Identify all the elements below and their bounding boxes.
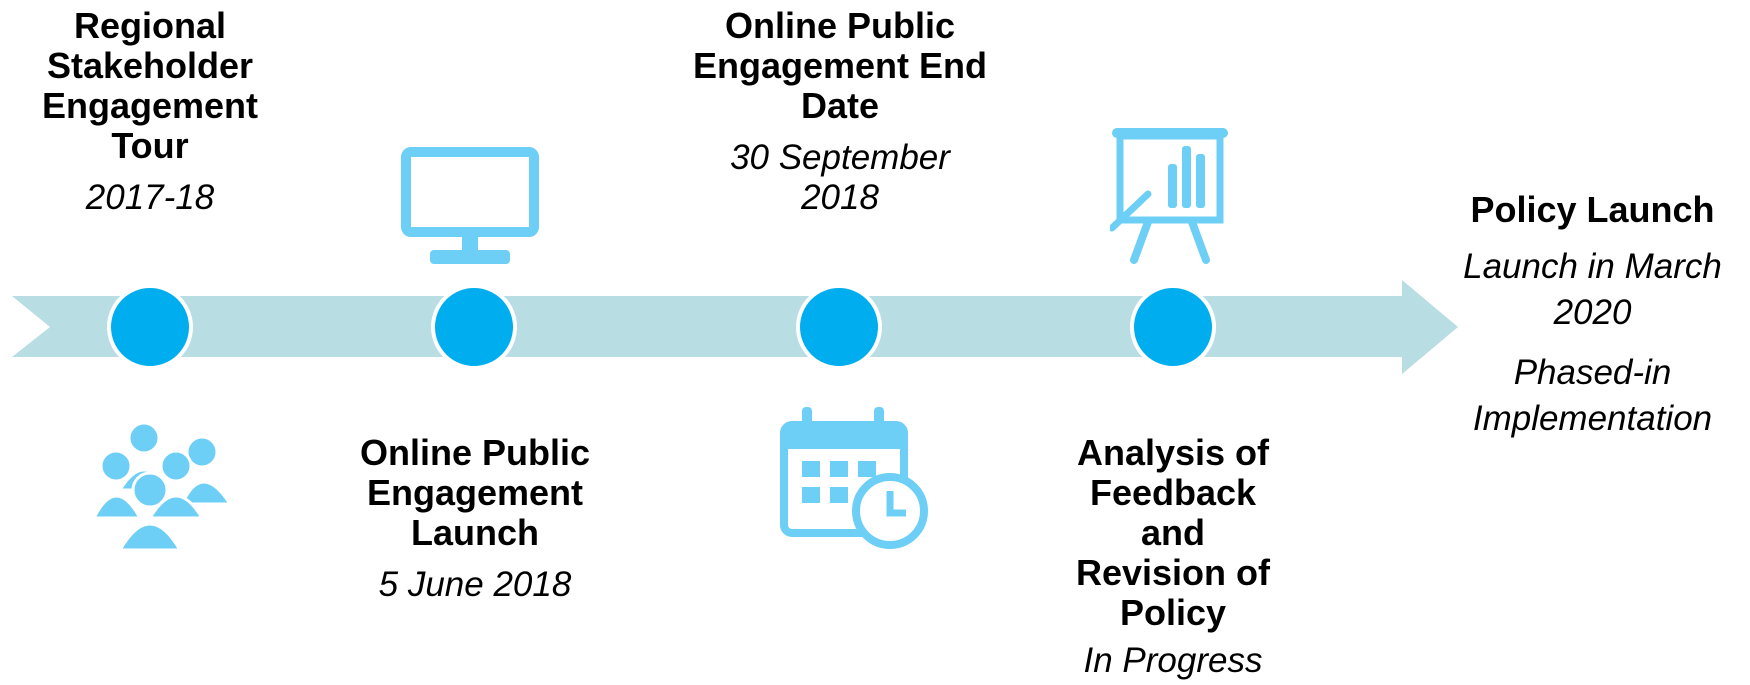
milestone-5-label: Policy Launch Launch in March 2020 Phase… — [1440, 190, 1745, 442]
milestone-4-date: In Progress — [1083, 641, 1263, 680]
milestone-4-label: Analysis of Feedback and Revision of Pol… — [1033, 433, 1313, 681]
people-group-icon — [92, 421, 233, 552]
milestone-5-date: Launch in March 2020 — [1463, 247, 1722, 332]
milestone-3-date: 30 September 2018 — [730, 138, 950, 217]
timeline-node-4 — [1130, 284, 1216, 370]
timeline-arrow — [12, 280, 1458, 374]
milestone-1-title: Regional Stakeholder Engagement Tour — [41, 5, 259, 166]
milestone-2-title: Online Public Engagement Launch — [359, 432, 591, 553]
milestone-1-label: Regional Stakeholder Engagement Tour 201… — [20, 6, 280, 218]
milestone-5-note: Phased-in Implementation — [1472, 353, 1713, 438]
milestone-2-date: 5 June 2018 — [378, 565, 572, 604]
milestone-5-title: Policy Launch — [1470, 189, 1715, 230]
milestone-2-label: Online Public Engagement Launch 5 June 2… — [320, 433, 630, 605]
milestone-1-date: 2017-18 — [85, 178, 215, 217]
presentation-chart-icon — [1110, 128, 1228, 264]
milestone-3-label: Online Public Engagement End Date 30 Sep… — [655, 6, 1025, 218]
calendar-clock-icon — [780, 407, 928, 549]
milestone-4-title: Analysis of Feedback and Revision of Pol… — [1075, 432, 1271, 633]
timeline-node-2 — [431, 284, 517, 370]
timeline-node-1 — [107, 284, 193, 370]
milestone-3-title: Online Public Engagement End Date — [692, 5, 988, 126]
timeline-node-3 — [796, 284, 882, 370]
monitor-icon — [401, 147, 539, 264]
